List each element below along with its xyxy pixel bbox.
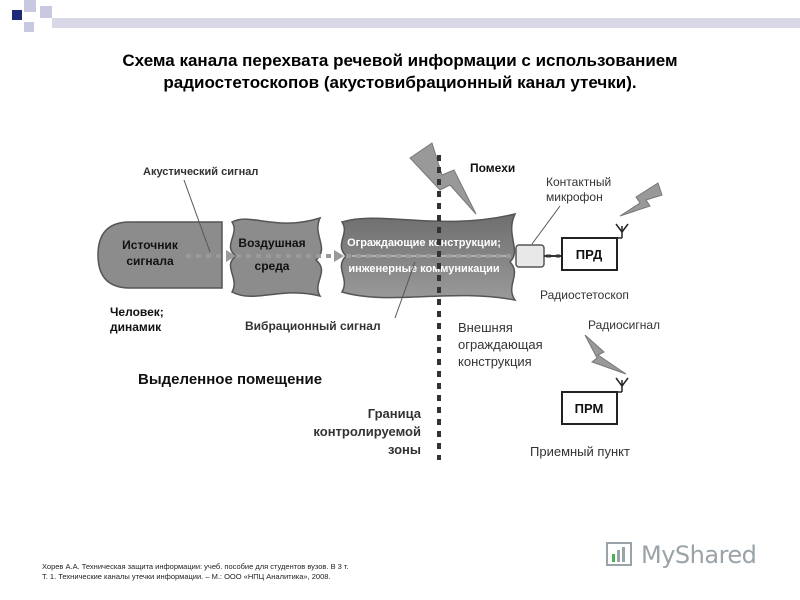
deco-square-light [24, 0, 36, 12]
watermark: MyShared [605, 535, 775, 575]
external-structure-label-3: конструкция [458, 354, 532, 369]
person-label-2: динамик [110, 320, 162, 334]
receiver-label: ПРМ [575, 401, 604, 416]
external-structure-label-1: Внешняя [458, 320, 513, 335]
chart-logo-icon [606, 542, 632, 566]
deco-square-dark [12, 10, 22, 20]
radio-signal-label: Радиосигнал [588, 318, 660, 332]
contact-mic-label-2: микрофон [546, 190, 603, 204]
transmitter-antenna-icon [615, 223, 629, 239]
acoustic-signal-leader [183, 179, 211, 253]
structures-label-2: инженерные коммуникации [348, 263, 499, 275]
radio-lightning-icon-lower [584, 334, 627, 375]
air-label-2: среда [255, 259, 290, 273]
contact-mic-leader [531, 205, 561, 245]
dedicated-room-label: Выделенное помещение [138, 371, 322, 388]
citation-line-1: Хорев А.А. Техническая защита информации… [42, 562, 349, 571]
structures-label-1: Ограждающие конструкции; [347, 237, 501, 249]
zone-border-label-1: Граница [368, 406, 422, 421]
zone-border-label-3: зоны [388, 442, 421, 457]
deco-bar [52, 18, 800, 28]
vibration-signal-leader [394, 261, 416, 319]
deco-square-light [24, 22, 34, 32]
source-label-2: сигнала [126, 254, 174, 268]
deco-square-light [40, 6, 52, 18]
person-label-1: Человек; [110, 305, 164, 319]
acoustic-signal-label: Акустический сигнал [143, 166, 258, 178]
receiving-point-label: Приемный пункт [530, 444, 630, 459]
signal-arrowhead-2 [334, 250, 344, 262]
interference-label: Помехи [470, 161, 515, 175]
decorative-squares [12, 0, 800, 32]
external-structure-label-2: ограждающая [458, 337, 543, 352]
contact-microphone [515, 244, 545, 268]
title-line-1: Схема канала перехвата речевой информаци… [122, 51, 678, 70]
contact-mic-label-1: Контактный [546, 175, 611, 189]
vibration-signal-label: Вибрационный сигнал [245, 319, 381, 333]
radiostethoscope-label: Радиостетоскоп [540, 288, 629, 302]
radio-lightning-icon-upper [619, 182, 663, 217]
interference-lightning-icon [409, 142, 477, 215]
air-label-1: Воздушная [238, 236, 305, 250]
title-line-2: радиостетоскопов (акустовибрационный кан… [163, 73, 637, 92]
transmitter-box [561, 237, 618, 271]
signal-source-shape [97, 221, 223, 289]
source-label-1: Источник [122, 238, 179, 252]
signal-arrowhead-1 [226, 250, 236, 262]
zone-border-label-2: контролируемой [313, 424, 421, 439]
slide-title: Схема канала перехвата речевой информаци… [40, 50, 760, 94]
receiver-antenna-icon [615, 377, 629, 393]
citation-line-2: Т. 1. Технические каналы утечки информац… [42, 572, 331, 581]
transmitter-label: ПРД [576, 247, 603, 262]
source-citation: Хорев А.А. Техническая защита информации… [42, 562, 402, 582]
receiver-box [561, 391, 618, 425]
watermark-text: MyShared [641, 541, 757, 569]
